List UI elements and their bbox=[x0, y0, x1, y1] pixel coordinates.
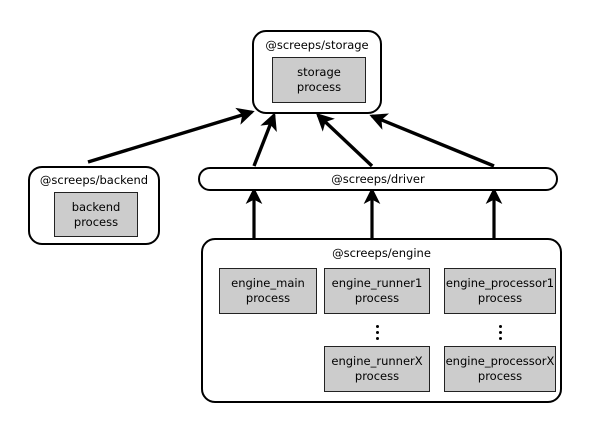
process-engine-runnerX-line1: engine_runnerX bbox=[331, 354, 423, 368]
process-engine-runnerX-line2: process bbox=[354, 369, 400, 383]
process-backend[interactable]: backend process bbox=[54, 192, 138, 237]
package-backend-label: @screeps/backend bbox=[39, 173, 149, 187]
edge-driver-to-storage-left bbox=[252, 112, 277, 167]
ellipsis-runner bbox=[370, 322, 384, 343]
process-engine-runner1-line1: engine_runner1 bbox=[331, 276, 423, 290]
process-backend-line2: process bbox=[73, 214, 119, 229]
edge-driver-to-storage-right bbox=[369, 113, 495, 168]
process-storage[interactable]: storage process bbox=[272, 57, 366, 103]
package-storage-label: @screeps/storage bbox=[265, 38, 369, 52]
package-engine-label: @screeps/engine bbox=[332, 246, 431, 260]
process-engine-runner1[interactable]: engine_runner1 process bbox=[324, 268, 430, 314]
process-engine-main-line2: process bbox=[245, 291, 291, 305]
package-driver-label: @screeps/driver bbox=[331, 172, 425, 186]
process-engine-processorX-line2: process bbox=[477, 369, 523, 383]
process-storage-line1: storage bbox=[297, 65, 341, 79]
process-engine-runnerX[interactable]: engine_runnerX process bbox=[324, 346, 430, 392]
process-engine-main[interactable]: engine_main process bbox=[219, 268, 317, 314]
package-driver[interactable]: @screeps/driver bbox=[198, 167, 558, 191]
package-engine[interactable]: @screeps/engine engine_main process engi… bbox=[201, 238, 562, 403]
package-backend[interactable]: @screeps/backend backend process bbox=[28, 166, 160, 245]
edge-driver-to-storage-middle bbox=[315, 113, 374, 168]
ellipsis-processor bbox=[493, 322, 507, 343]
process-engine-processorX-line1: engine_processorX bbox=[445, 354, 555, 368]
package-storage[interactable]: @screeps/storage storage process bbox=[252, 30, 382, 114]
process-storage-line2: process bbox=[296, 80, 342, 94]
edge-backend-to-storage bbox=[87, 107, 255, 164]
process-engine-main-line1: engine_main bbox=[231, 276, 305, 290]
process-engine-processor1-line1: engine_processor1 bbox=[445, 276, 555, 290]
process-backend-line1: backend bbox=[71, 199, 121, 214]
process-engine-runner1-line2: process bbox=[354, 291, 400, 305]
process-engine-processorX[interactable]: engine_processorX process bbox=[444, 346, 556, 392]
process-engine-processor1-line2: process bbox=[477, 291, 523, 305]
process-engine-processor1[interactable]: engine_processor1 process bbox=[444, 268, 556, 314]
